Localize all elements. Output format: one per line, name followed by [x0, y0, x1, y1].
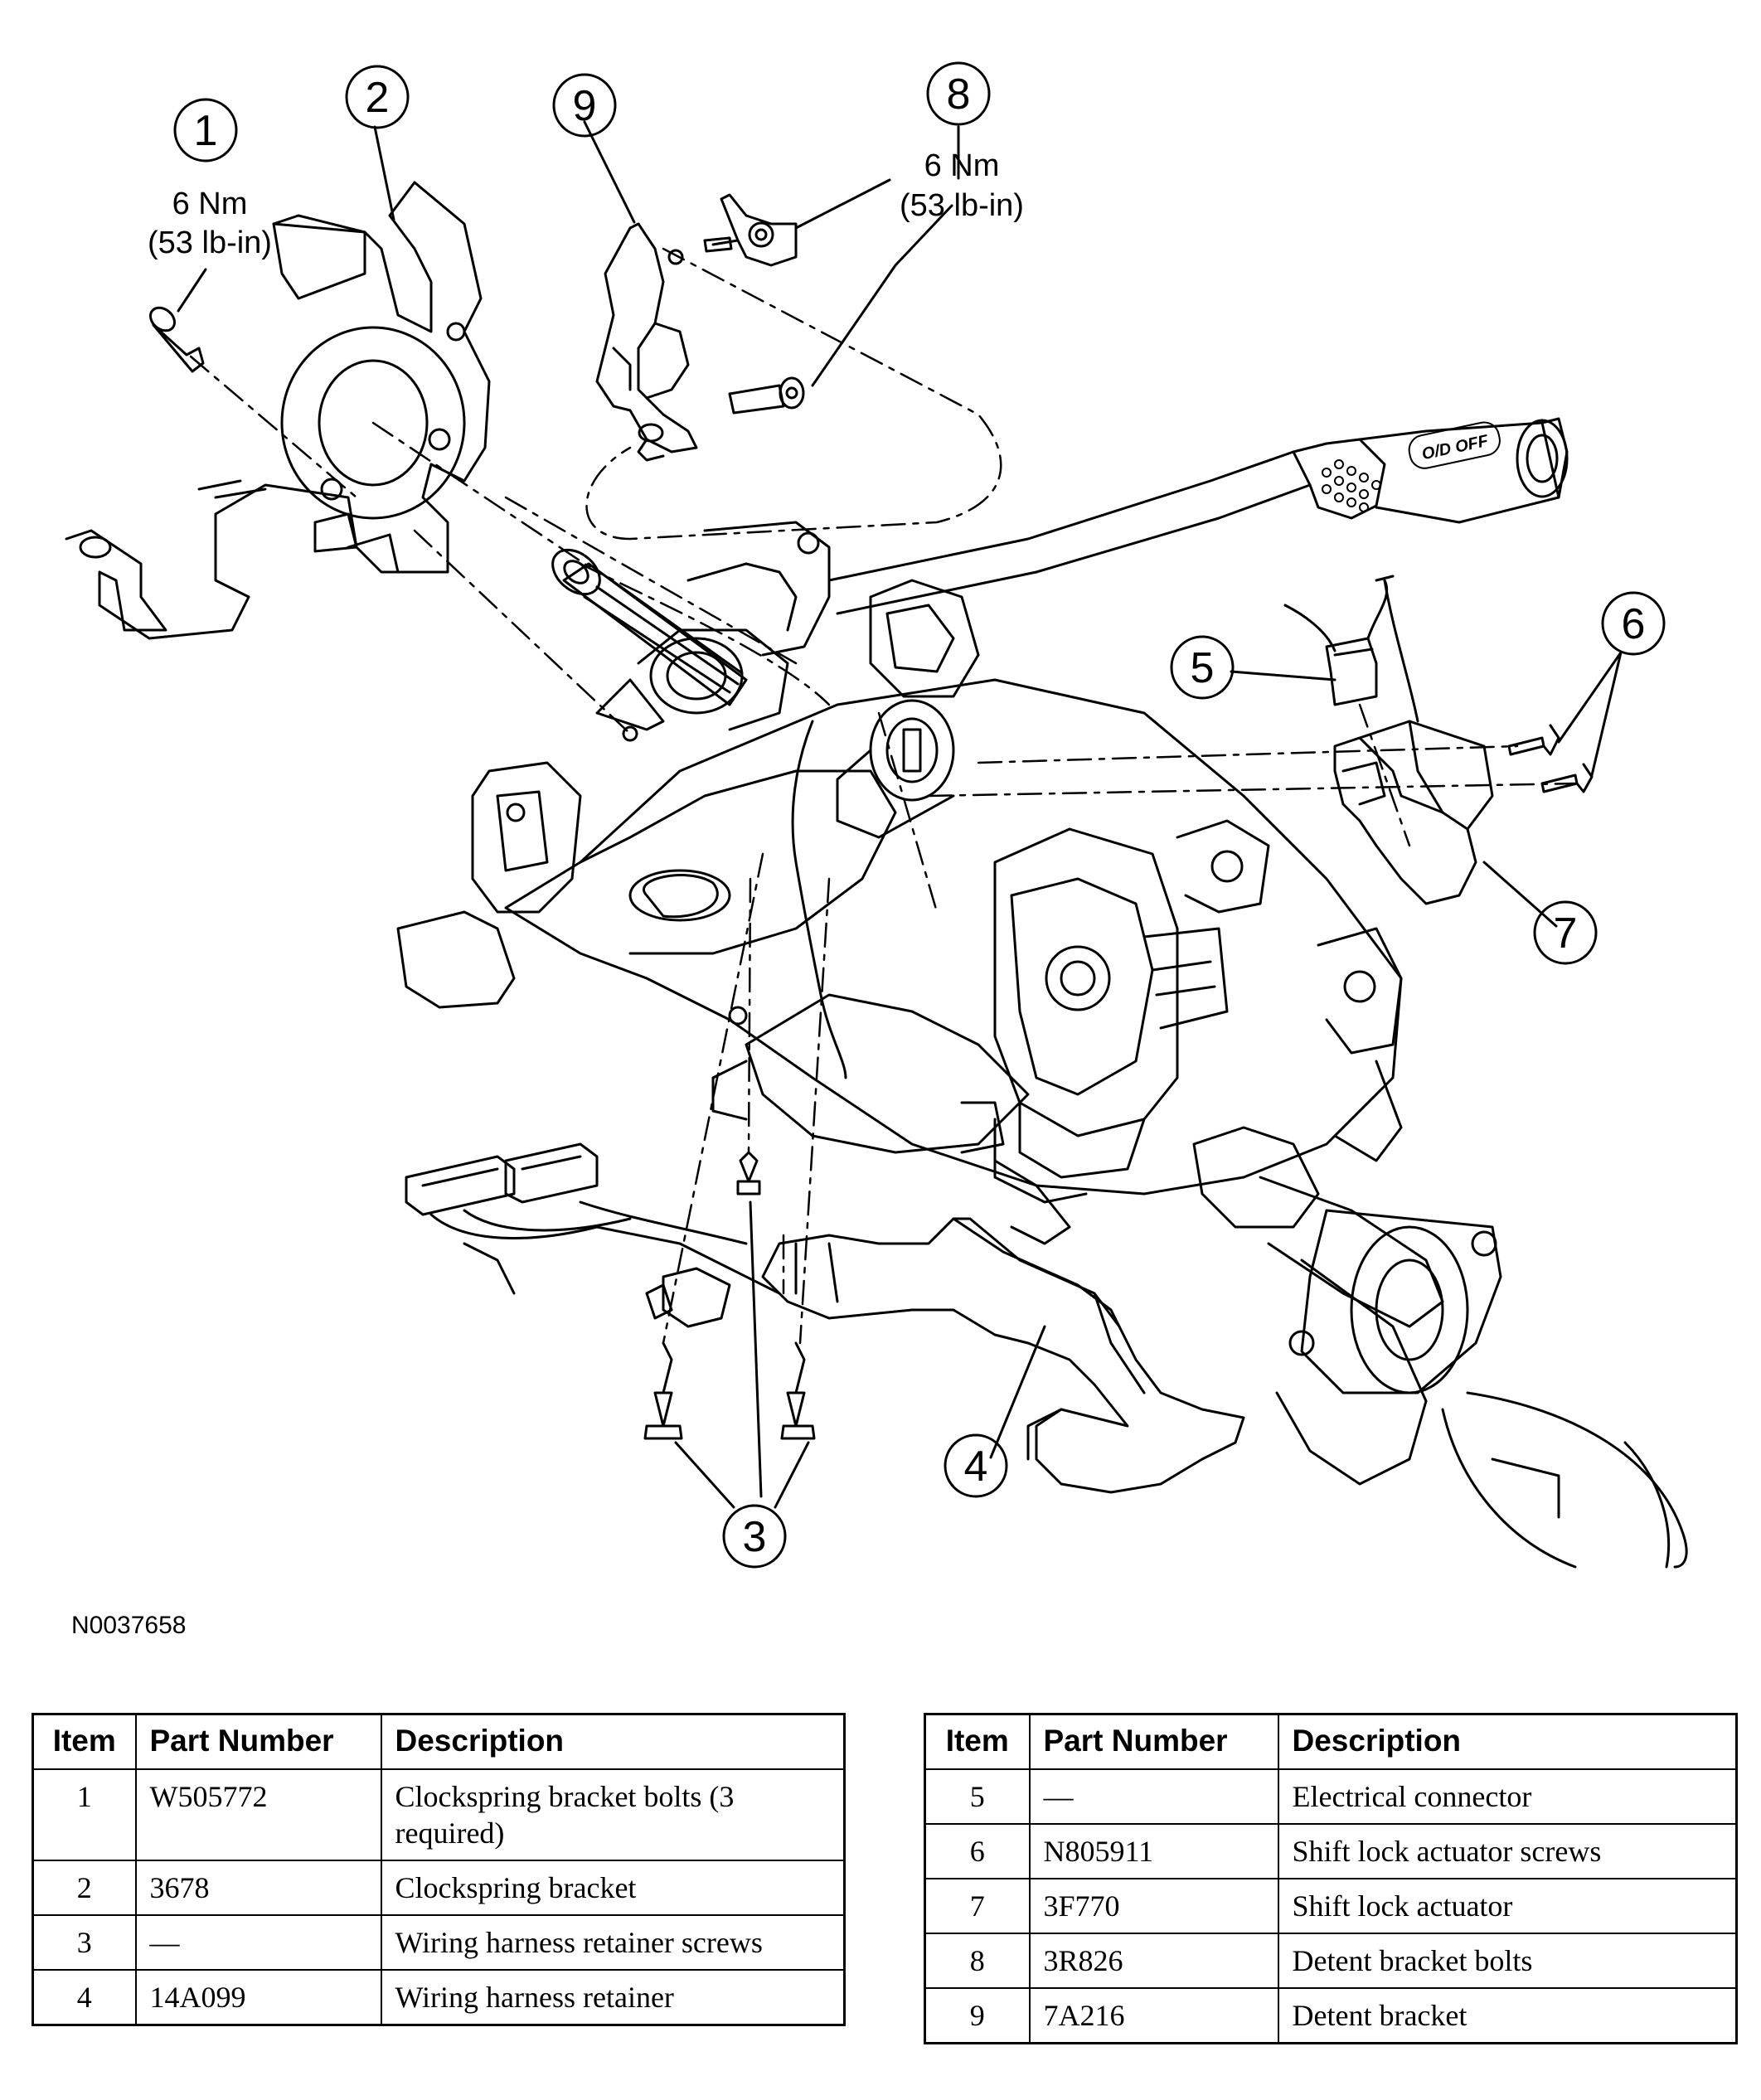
clockspring-bracket [65, 181, 491, 640]
cell-description: Shift lock actuator [1277, 1878, 1738, 1934]
callout-8: 8 6 Nm (53 lb-in) [900, 61, 1024, 223]
exploded-diagram: O/D OFF [65, 61, 1688, 1569]
cell-part-number: 3678 [134, 1860, 382, 1916]
detent-bracket [595, 222, 698, 462]
table-row: 5 — Electrical connector [924, 1768, 1738, 1825]
callout-4: 4 [944, 1433, 1008, 1498]
table-row: 9 7A216 Detent bracket [924, 1987, 1738, 2044]
cell-item: 6 [924, 1823, 1031, 1879]
shift-lock-actuator-screw [1507, 724, 1594, 793]
torque-lbin: (53 lb-in) [148, 226, 272, 260]
table-header-row: Item Part Number Description [924, 1713, 1738, 1770]
cell-description: Wiring harness retainer screws [380, 1914, 846, 1971]
callout-2: 2 [345, 65, 410, 129]
table-row: 7 3F770 Shift lock actuator [924, 1878, 1738, 1934]
svg-text:4: 4 [964, 1443, 988, 1491]
column-wiring [791, 720, 847, 1079]
table-row: 4 14A099 Wiring harness retainer [32, 1969, 846, 2026]
svg-text:6: 6 [1622, 600, 1646, 648]
table-row: 3 — Wiring harness retainer screws [32, 1914, 846, 1971]
cell-item: 8 [924, 1933, 1031, 1989]
table-row: 1 W505772 Clockspring bracket bolts (3 r… [32, 1768, 846, 1861]
cell-item: 4 [32, 1969, 137, 2026]
header-description: Description [1277, 1713, 1738, 1770]
header-item: Item [32, 1713, 137, 1770]
table-row: 8 3R826 Detent bracket bolts [924, 1933, 1738, 1989]
stalk-label: O/D OFF [1420, 432, 1491, 464]
cell-description: Clockspring bracket [380, 1860, 846, 1916]
torque-lbin: (53 lb-in) [900, 188, 1024, 223]
cell-item: 9 [924, 1987, 1031, 2044]
multifunction-stalk: O/D OFF [827, 417, 1569, 615]
cell-description: Detent bracket bolts [1277, 1933, 1738, 1989]
parts-table-left: Item Part Number Description 1 W505772 C… [32, 1713, 846, 2026]
svg-text:9: 9 [573, 82, 597, 130]
lower-steering-shaft [1259, 1176, 1688, 1569]
table-row: 2 3678 Clockspring bracket [32, 1860, 846, 1916]
electrical-connector [1283, 575, 1395, 706]
cell-part-number: 3F770 [1028, 1878, 1279, 1934]
callout-9: 9 [552, 73, 617, 138]
detent-plate [711, 193, 798, 267]
svg-text:7: 7 [1554, 909, 1578, 958]
cell-description: Detent bracket [1277, 1987, 1738, 2044]
cell-item: 1 [32, 1768, 137, 1861]
ignition-lock-cylinder [836, 699, 955, 839]
svg-text:5: 5 [1191, 644, 1215, 692]
cell-item: 2 [32, 1860, 137, 1916]
callout-1: 1 6 Nm (53 lb-in) [148, 98, 272, 260]
wiring-harness-retainer [761, 1217, 1245, 1494]
header-part-number: Part Number [1028, 1713, 1279, 1770]
header-item: Item [924, 1713, 1031, 1770]
svg-text:1: 1 [194, 107, 218, 155]
cell-description: Electrical connector [1277, 1768, 1738, 1825]
torque-nm: 6 Nm [924, 148, 1000, 183]
wiring-harness-retainer-screw [643, 1151, 816, 1440]
detent-bracket-bolt [728, 376, 805, 415]
clockspring-bracket-bolt [149, 306, 205, 373]
shift-lock-actuator [1333, 579, 1494, 905]
header-description: Description [380, 1713, 846, 1770]
detent-bracket-bolt-upper [703, 236, 733, 253]
cell-part-number: W505772 [134, 1768, 382, 1861]
cell-part-number: 3R826 [1028, 1933, 1279, 1989]
torque-nm: 6 Nm [172, 187, 248, 221]
figure-id: N0037658 [71, 1612, 187, 1639]
table-header-row: Item Part Number Description [32, 1713, 846, 1770]
leader-lines [177, 120, 1623, 1509]
svg-text:3: 3 [743, 1513, 767, 1561]
parts-table-right: Item Part Number Description 5 — Electri… [924, 1713, 1738, 2044]
cell-part-number: 14A099 [134, 1969, 382, 2026]
steering-column [396, 678, 1403, 1245]
header-part-number: Part Number [134, 1713, 382, 1770]
cell-item: 7 [924, 1878, 1031, 1934]
wiring-harness-connectors [405, 1142, 781, 1328]
cell-item: 5 [924, 1768, 1031, 1825]
alignment-lines [189, 247, 1577, 1345]
steering-shaft [551, 521, 980, 742]
cell-part-number: — [134, 1914, 382, 1971]
cell-item: 3 [32, 1914, 137, 1971]
callout-7: 7 [1533, 900, 1598, 965]
svg-text:2: 2 [366, 74, 390, 122]
callout-3: 3 [722, 1504, 787, 1569]
callout-5: 5 [1170, 635, 1235, 700]
cell-part-number: — [1028, 1768, 1279, 1825]
svg-text:8: 8 [947, 70, 971, 119]
cell-part-number: 7A216 [1028, 1987, 1279, 2044]
cell-description: Shift lock actuator screws [1277, 1823, 1738, 1879]
cell-description: Clockspring bracket bolts (3 required) [380, 1768, 846, 1861]
cell-part-number: N805911 [1028, 1823, 1279, 1879]
table-row: 6 N805911 Shift lock actuator screws [924, 1823, 1738, 1879]
callout-6: 6 [1601, 591, 1666, 656]
cell-description: Wiring harness retainer [380, 1969, 846, 2026]
